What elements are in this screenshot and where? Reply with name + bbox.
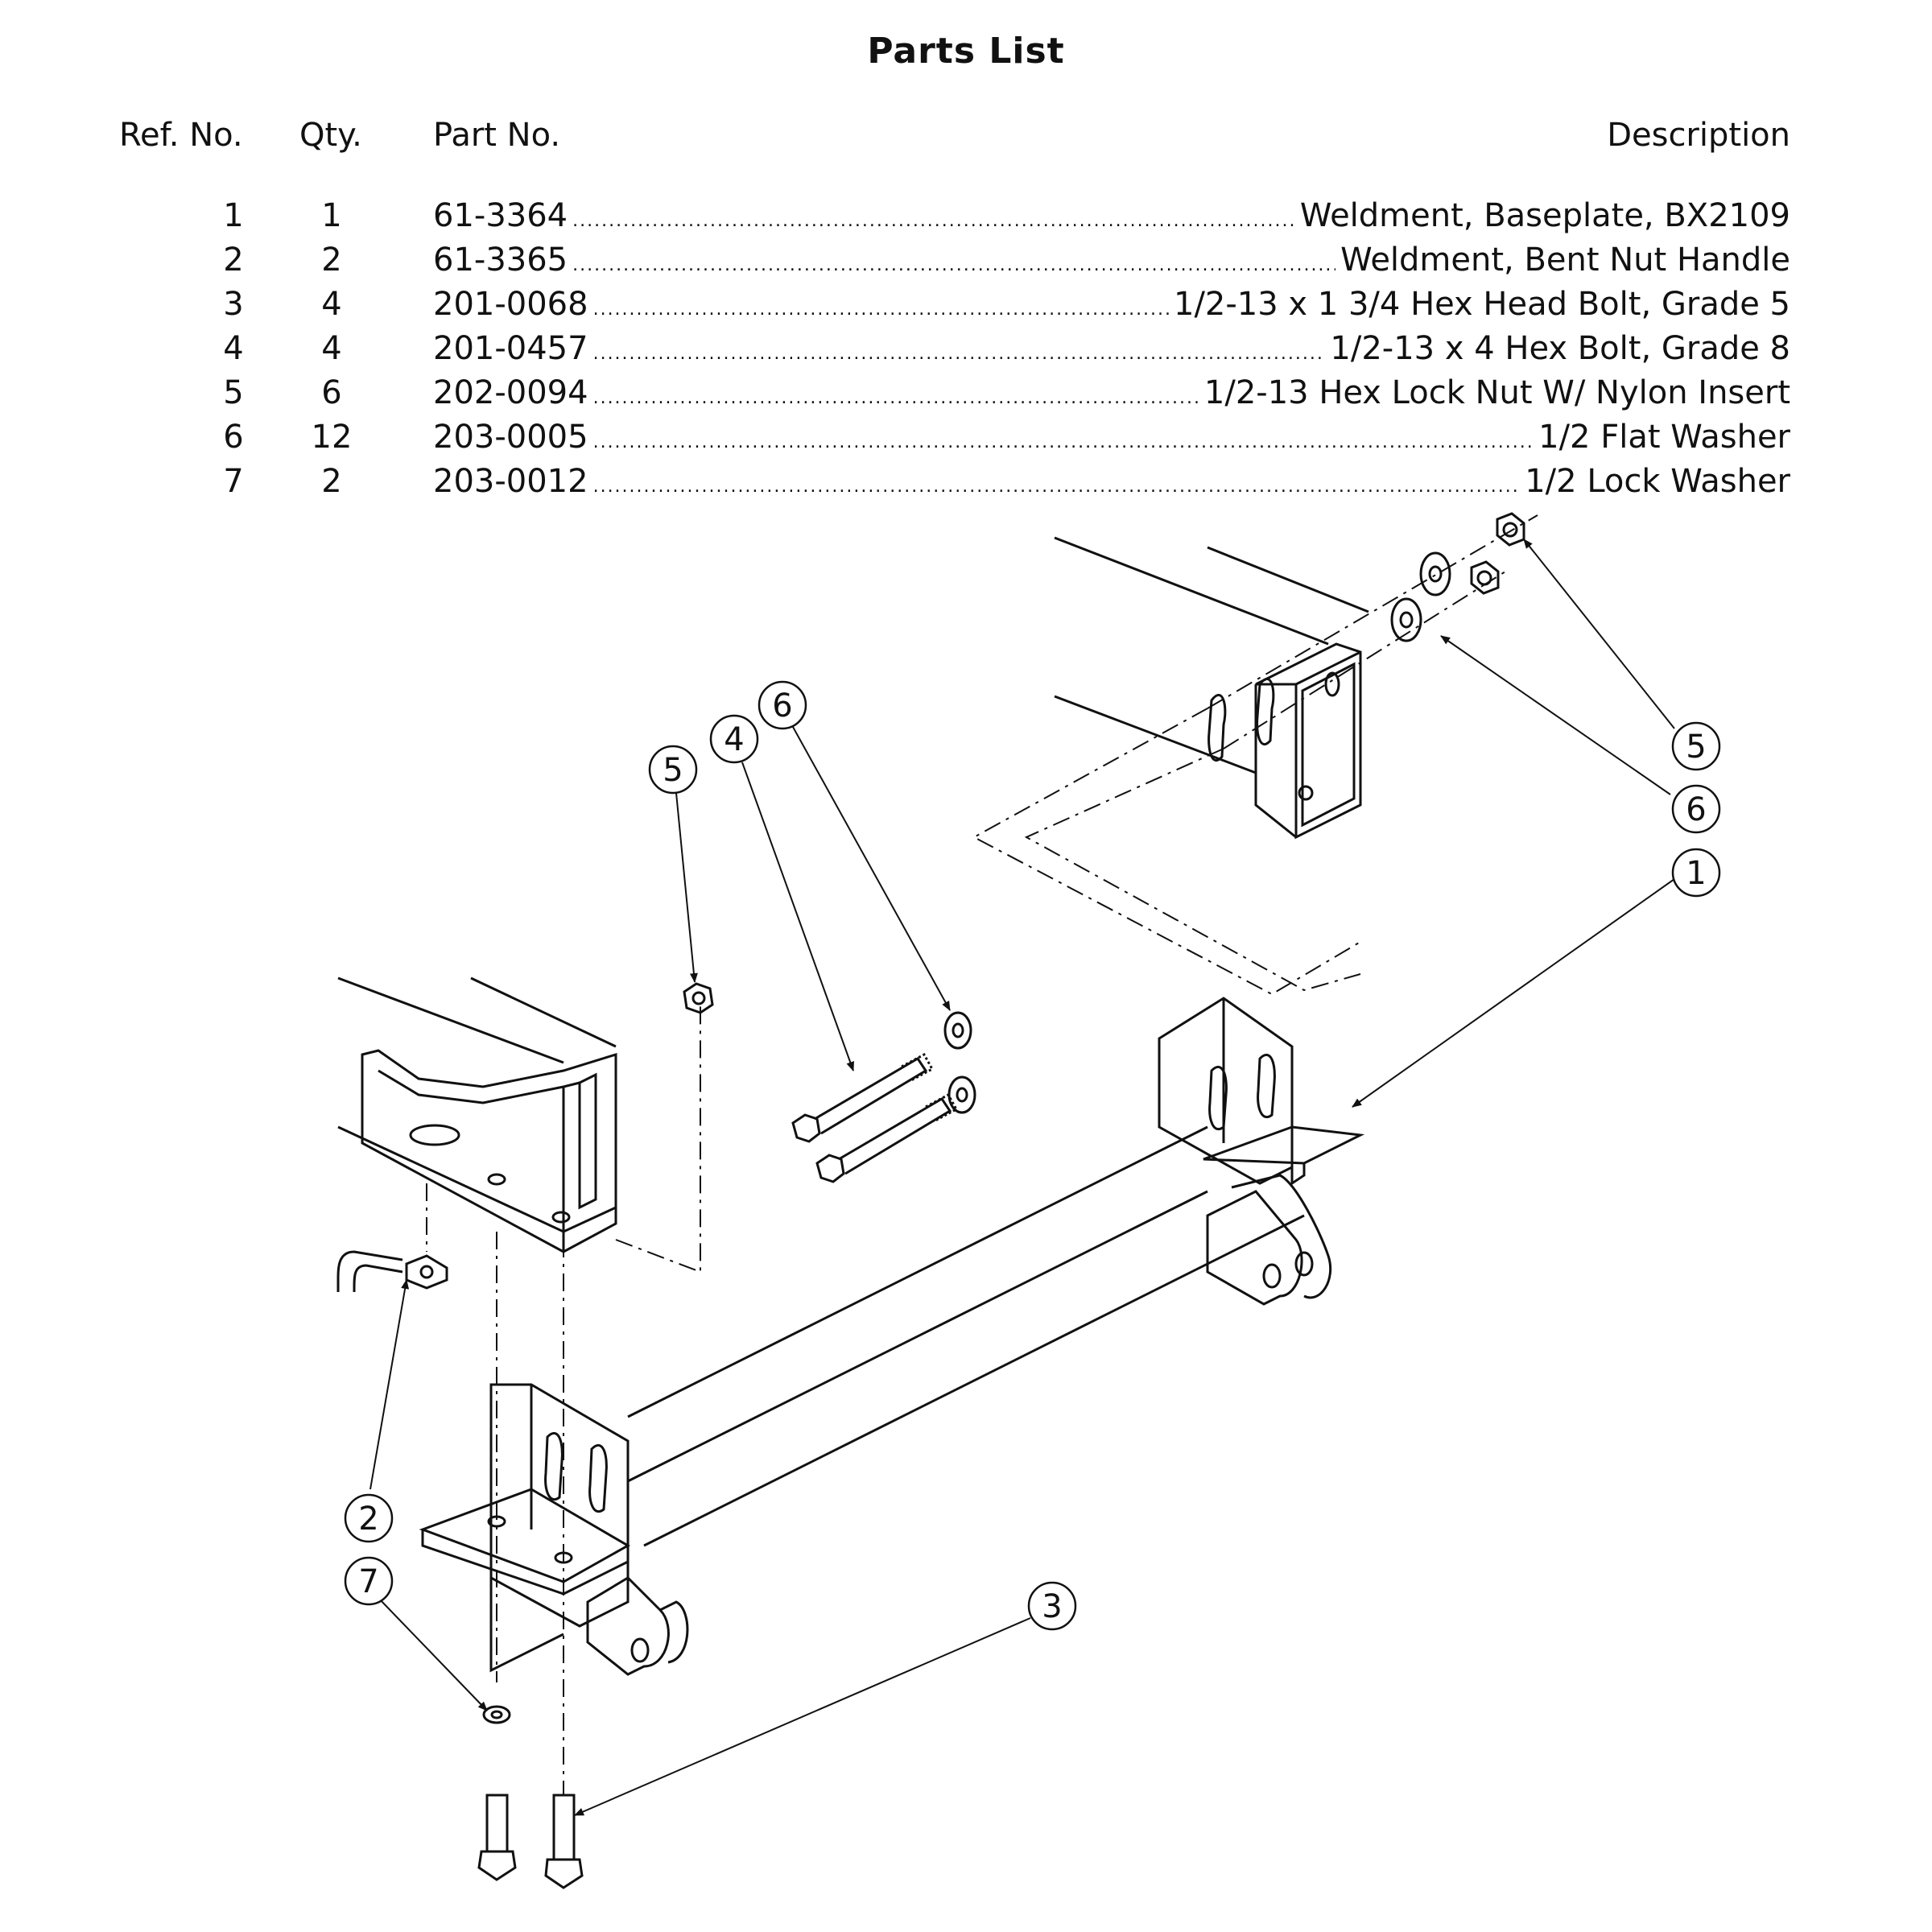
cell-description: 1/2-13 x 1 3/4 Hex Head Bolt, Grade 5 (1174, 286, 1790, 323)
leader-lines (369, 539, 1675, 1816)
cell-ref: 7 (223, 463, 244, 500)
table-row: 4 4 201-0457 1/2-13 x 4 Hex Bolt, Grade … (0, 326, 1932, 371)
table-row: 6 12 203-0005 1/2 Flat Washer (0, 415, 1932, 460)
cell-part-no: 201-0068 (433, 286, 588, 323)
callout-balloon: 2 (344, 1493, 394, 1543)
cell-ref: 3 (223, 286, 244, 323)
cell-description: 1/2 Flat Washer (1538, 419, 1790, 456)
cell-part-no: 61-3365 (433, 242, 568, 279)
cell-part-no: 201-0457 (433, 330, 588, 367)
lower-frame-rail (337, 976, 617, 1253)
part-line: 203-0005 1/2 Flat Washer (433, 415, 1790, 465)
callout-number: 6 (772, 687, 792, 724)
baseplate-weldment (419, 997, 1365, 1676)
callout-balloon: 6 (758, 680, 807, 730)
callout-balloon: 5 (1671, 721, 1721, 771)
table-row: 5 6 202-0094 1/2-13 Hex Lock Nut W/ Nylo… (0, 370, 1932, 415)
callout-number: 2 (358, 1501, 378, 1538)
upper-right-hardware (1390, 512, 1525, 642)
part-line: 61-3364 Weldment, Baseplate, BX2109 (433, 193, 1790, 244)
part-line: 201-0068 1/2-13 x 1 3/4 Hex Head Bolt, G… (433, 282, 1790, 332)
header-ref-no: Ref. No. (119, 117, 243, 154)
cell-ref: 5 (223, 374, 244, 411)
long-hex-bolts (791, 1011, 976, 1183)
table-row: 3 4 201-0068 1/2-13 x 1 3/4 Hex Head Bol… (0, 282, 1932, 327)
callout-balloon: 4 (709, 714, 759, 764)
cell-description: 1/2 Lock Washer (1525, 463, 1790, 500)
bent-nut-handle (336, 1250, 448, 1292)
cell-ref: 1 (223, 197, 244, 234)
lower-left-hardware (477, 982, 714, 1889)
cell-part-no: 203-0005 (433, 419, 588, 456)
header-part-no: Part No. (433, 117, 561, 154)
callout-number: 5 (663, 752, 683, 789)
cell-qty: 4 (321, 330, 342, 367)
callout-number: 1 (1686, 855, 1706, 892)
cell-ref: 4 (223, 330, 244, 367)
cell-qty: 12 (311, 419, 353, 456)
cell-qty: 2 (321, 463, 342, 500)
cell-ref: 6 (223, 419, 244, 456)
cell-description: 1/2-13 Hex Lock Nut W/ Nylon Insert (1203, 374, 1790, 411)
table-row: 1 1 61-3364 Weldment, Baseplate, BX2109 (0, 193, 1932, 238)
cell-description: 1/2-13 x 4 Hex Bolt, Grade 8 (1330, 330, 1790, 367)
callout-number: 3 (1042, 1588, 1062, 1625)
callout-balloon: 3 (1027, 1581, 1077, 1631)
page-title: Parts List (867, 31, 1065, 72)
callout-balloon: 6 (1671, 784, 1721, 834)
callout-balloon: 7 (344, 1556, 394, 1606)
callout-number: 5 (1686, 729, 1706, 766)
cell-part-no: 203-0012 (433, 463, 588, 500)
callout-balloon: 5 (648, 745, 698, 795)
upper-centerlines (972, 514, 1538, 996)
callout-number: 4 (724, 721, 744, 758)
cell-qty: 4 (321, 286, 342, 323)
part-line: 201-0457 1/2-13 x 4 Hex Bolt, Grade 8 (433, 326, 1790, 377)
part-line: 203-0012 1/2 Lock Washer (433, 459, 1790, 510)
cell-part-no: 202-0094 (433, 374, 588, 411)
cell-ref: 2 (223, 242, 244, 279)
header-description: Description (1607, 117, 1790, 154)
lower-centerlines (426, 1006, 701, 1795)
table-row: 7 2 203-0012 1/2 Lock Washer (0, 459, 1932, 504)
callout-balloon: 1 (1671, 848, 1721, 898)
cell-part-no: 61-3364 (433, 197, 568, 234)
cell-description: Weldment, Bent Nut Handle (1340, 242, 1790, 279)
table-row: 2 2 61-3365 Weldment, Bent Nut Handle (0, 237, 1932, 283)
cell-qty: 1 (321, 197, 342, 234)
header-qty: Qty. (299, 117, 362, 154)
part-line: 202-0094 1/2-13 Hex Lock Nut W/ Nylon In… (433, 370, 1790, 421)
cell-qty: 2 (321, 242, 342, 279)
callout-number: 6 (1686, 791, 1706, 828)
cell-description: Weldment, Baseplate, BX2109 (1299, 197, 1790, 234)
upper-frame-rail (1054, 536, 1369, 840)
part-line: 61-3365 Weldment, Bent Nut Handle (433, 237, 1790, 288)
callout-number: 7 (358, 1563, 378, 1600)
cell-qty: 6 (321, 374, 342, 411)
callout-balloons: 5 4 6 5 6 1 2 7 3 (344, 680, 1721, 1631)
